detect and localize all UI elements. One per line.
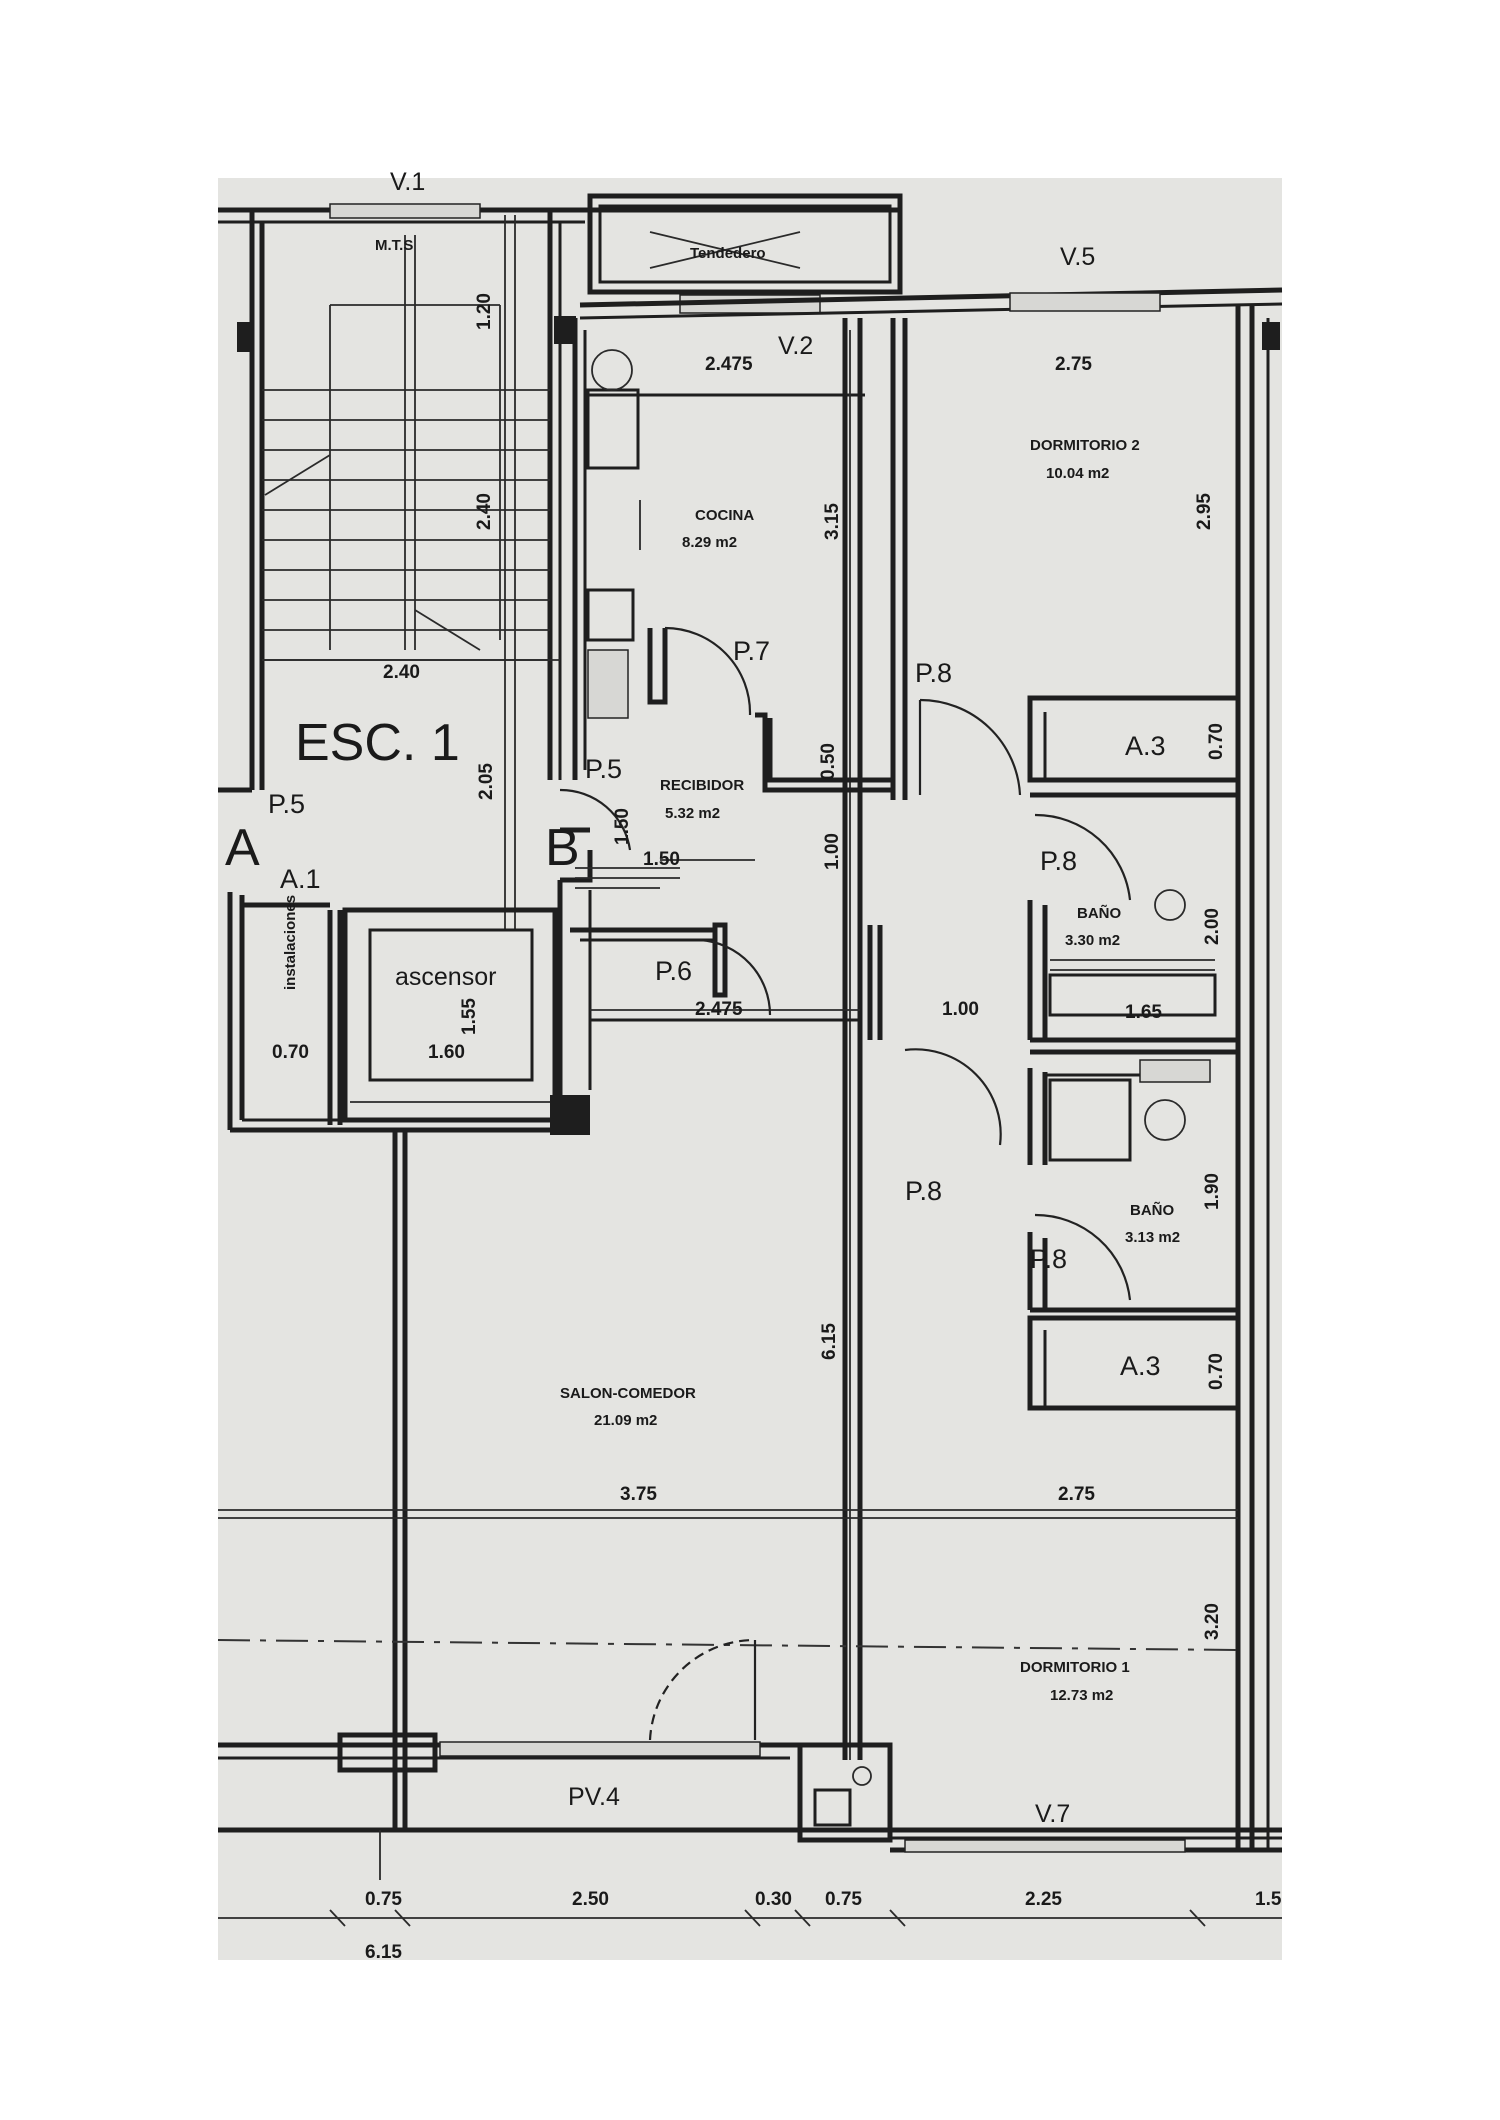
dim-150: 1.50 xyxy=(612,808,633,845)
label-b: B xyxy=(545,819,580,877)
room-bano1-area: 3.30 m2 xyxy=(1065,932,1120,949)
dim-bottom-15: 1.5 xyxy=(1255,1889,1282,1910)
dim-2475-mid: 2.475 xyxy=(695,999,743,1020)
dim-070-a3b: 0.70 xyxy=(1206,1353,1227,1390)
stair-steps xyxy=(262,215,560,930)
dim-315: 3.15 xyxy=(822,503,843,540)
dim-bottom-030: 0.30 xyxy=(755,1889,792,1910)
stair-core xyxy=(237,210,576,930)
label-esc: ESC. 1 xyxy=(295,714,460,772)
bottom-dimension-line xyxy=(218,1909,1282,1927)
dim-200: 2.00 xyxy=(1202,908,1223,945)
room-dormitorio2-area: 10.04 m2 xyxy=(1046,465,1109,482)
dim-bottom-225: 2.25 xyxy=(1025,1889,1062,1910)
dim-240: 2.40 xyxy=(383,662,420,683)
dim-155: 1.55 xyxy=(459,998,480,1035)
dim-120: 1.20 xyxy=(474,293,495,330)
room-bano2-area: 3.13 m2 xyxy=(1125,1229,1180,1246)
label-a: A xyxy=(225,819,260,877)
dim-070-a3a: 0.70 xyxy=(1206,723,1227,760)
room-ascensor: ascensor xyxy=(395,963,496,991)
dim-070-inst: 0.70 xyxy=(272,1042,309,1063)
label-p7: P.7 xyxy=(733,636,770,666)
dim-bottom-250: 2.50 xyxy=(572,1889,609,1910)
dim-150b: 1.50 xyxy=(643,849,680,870)
room-cocina-area: 8.29 m2 xyxy=(682,534,737,551)
room-bano2-name: BAÑO xyxy=(1130,1201,1174,1219)
dim-160: 1.60 xyxy=(428,1042,465,1063)
label-v5: V.5 xyxy=(1060,243,1095,271)
room-dormitorio2-name: DORMITORIO 2 xyxy=(1030,437,1140,454)
dim-100-h: 1.00 xyxy=(942,999,979,1020)
dim-bottom-075b: 0.75 xyxy=(825,1889,862,1910)
landing-and-elevator xyxy=(218,787,883,1135)
label-a3-b: A.3 xyxy=(1120,1351,1161,1381)
dim-100-v: 1.00 xyxy=(822,833,843,870)
room-salon-name: SALON-COMEDOR xyxy=(560,1385,696,1402)
dim-bottom-075a: 0.75 xyxy=(365,1889,402,1910)
room-dormitorio1-name: DORMITORIO 1 xyxy=(1020,1659,1130,1676)
dim-2475-top: 2.475 xyxy=(705,354,753,375)
dim-295: 2.95 xyxy=(1194,493,1215,530)
label-p5-b: P.5 xyxy=(585,754,622,784)
label-p5-a: P.5 xyxy=(268,789,305,819)
top-facade xyxy=(218,193,1283,320)
room-tendedero: Tendedero xyxy=(690,245,766,262)
label-pv4: PV.4 xyxy=(568,1783,620,1811)
label-p8-c: P.8 xyxy=(905,1176,942,1206)
label-mts: M.T.S xyxy=(375,237,413,254)
dim-275-top: 2.75 xyxy=(1055,354,1092,375)
dim-bottom-615: 6.15 xyxy=(365,1942,402,1963)
dim-320: 3.20 xyxy=(1202,1603,1223,1640)
dim-050: 0.50 xyxy=(818,743,839,780)
dim-240-stairs: 2.40 xyxy=(474,493,495,530)
room-instalaciones: instalaciones xyxy=(282,895,299,990)
room-dormitorio1-area: 12.73 m2 xyxy=(1050,1687,1113,1704)
room-bano1-name: BAÑO xyxy=(1077,904,1121,922)
plan-labels: V.1 M.T.S Tendedero V.5 V.2 2.475 2.75 1… xyxy=(225,168,1282,1963)
label-v7: V.7 xyxy=(1035,1800,1070,1828)
dim-205: 2.05 xyxy=(476,763,497,800)
label-p8-b: P.8 xyxy=(1040,846,1077,876)
dim-375: 3.75 xyxy=(620,1484,657,1505)
central-walls xyxy=(572,318,908,1760)
label-v2: V.2 xyxy=(778,332,813,360)
lower-walls xyxy=(217,1130,1282,1880)
room-recibidor-name: RECIBIDOR xyxy=(660,777,744,794)
label-a3-a: A.3 xyxy=(1125,731,1166,761)
dim-165: 1.65 xyxy=(1125,1002,1162,1023)
dim-275-mid: 2.75 xyxy=(1058,1484,1095,1505)
room-salon-area: 21.09 m2 xyxy=(594,1412,657,1429)
room-cocina-name: COCINA xyxy=(695,507,754,524)
label-p8-d: P.8 xyxy=(1030,1244,1067,1274)
label-a1: A.1 xyxy=(280,864,321,894)
label-p6: P.6 xyxy=(655,956,692,986)
door-swings xyxy=(559,626,1132,1741)
room-recibidor-area: 5.32 m2 xyxy=(665,805,720,822)
dim-190: 1.90 xyxy=(1202,1173,1223,1210)
label-v1: V.1 xyxy=(390,168,425,196)
right-column xyxy=(1027,305,1280,1850)
label-p8-a: P.8 xyxy=(915,658,952,688)
dim-615: 6.15 xyxy=(819,1323,840,1360)
